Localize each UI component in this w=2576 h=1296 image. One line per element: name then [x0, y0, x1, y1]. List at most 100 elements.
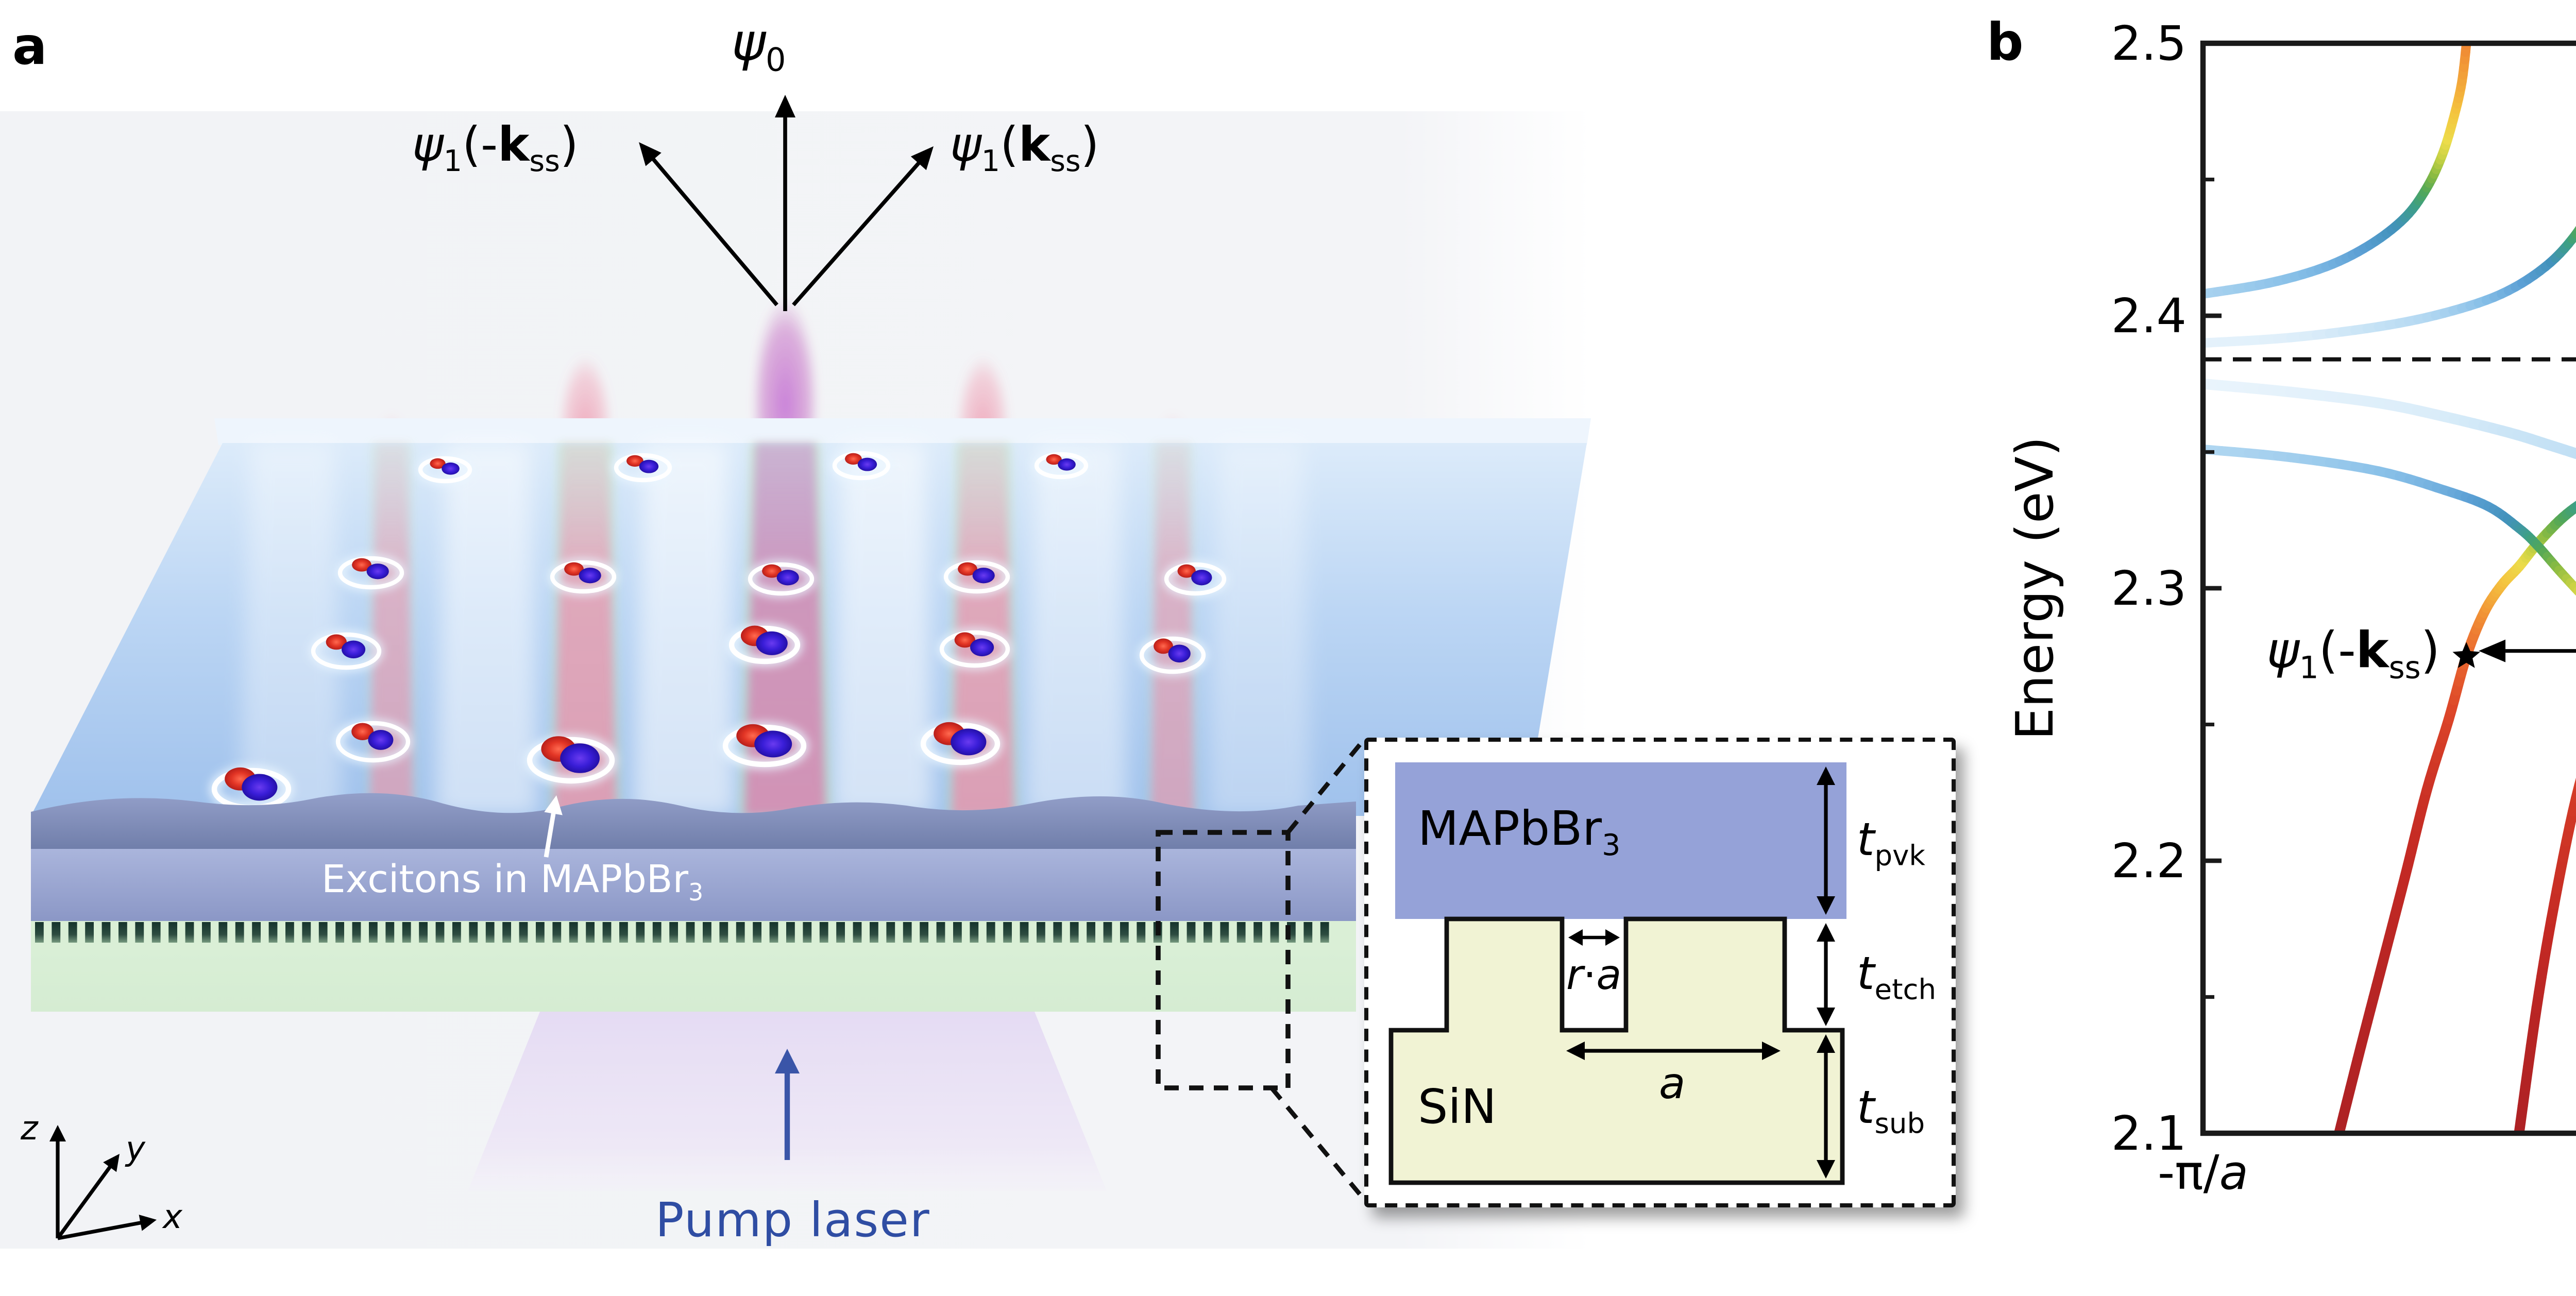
- exciton-pointer-arrow-shaft: [544, 806, 557, 858]
- pump-arrow-head: [775, 1049, 800, 1073]
- exciton-red-blob: [1177, 564, 1196, 578]
- grating-tooth: [719, 922, 728, 943]
- exciton-blue-blob: [560, 743, 600, 773]
- grating-tooth: [870, 922, 878, 943]
- exciton-ring: [1138, 635, 1208, 676]
- grating-tooth: [419, 922, 428, 943]
- inset-dim-ra-arrow-head: [1605, 929, 1620, 946]
- ring: [418, 456, 472, 484]
- grating-tooth: [1320, 922, 1329, 943]
- psi1-minus-kss-emission-label: ψ1(-kss): [412, 120, 579, 179]
- text-segment: 1: [981, 146, 1001, 179]
- grating-tooth: [151, 922, 161, 943]
- inset-dim-tetch-arrow-head: [1817, 923, 1835, 942]
- ring: [832, 451, 891, 481]
- exciton-ring: [938, 628, 1012, 670]
- inset-dim-tetch-arrow-head: [1817, 1008, 1835, 1026]
- exciton-ring: [918, 720, 1003, 768]
- grating-tooth: [970, 922, 979, 943]
- text-segment: 1: [443, 146, 463, 179]
- text-segment: (: [1000, 120, 1019, 173]
- grating-tooth: [853, 922, 862, 943]
- exciton-ring: [1032, 450, 1090, 481]
- grating-tooth: [602, 922, 612, 943]
- exciton-ring: [548, 558, 618, 595]
- band-curve-lower-polariton-arc: [2334, 501, 2576, 1133]
- grating-tooth: [318, 922, 328, 943]
- axis-x-arrow: [57, 1215, 157, 1240]
- grating-tooth: [953, 922, 962, 943]
- panel-b-letter: b: [1987, 12, 2024, 72]
- text-segment: ): [560, 120, 579, 173]
- exciton-red-blob: [1046, 454, 1062, 465]
- ring: [748, 562, 815, 596]
- text-segment: SiN: [1418, 1079, 1497, 1134]
- sin-substrate-layer: [31, 950, 1356, 1012]
- axis-y-arrow-head: [103, 1154, 120, 1172]
- text-segment: (-: [462, 120, 498, 173]
- grating-tooth: [369, 922, 378, 943]
- text-segment: ): [1080, 120, 1099, 173]
- text-segment: ): [2421, 621, 2440, 679]
- ring: [939, 630, 1010, 668]
- grating-tooth: [669, 922, 678, 943]
- grating-tooth: [986, 922, 995, 943]
- grating-tooth: [1220, 922, 1229, 943]
- grating-tooth: [586, 922, 595, 943]
- exciton-ring: [942, 558, 1012, 595]
- ring: [728, 625, 801, 664]
- psi1-neg-arrow-shaft: [646, 151, 778, 306]
- grating-tooth: [502, 922, 511, 943]
- exciton-red-blob: [352, 558, 371, 572]
- exciton-blue-blob: [776, 570, 799, 586]
- exciton-blue-blob: [972, 568, 995, 584]
- grating-tooth: [569, 922, 578, 943]
- exciton-red-blob: [958, 562, 977, 576]
- ytick-label-2.5: 2.5: [2111, 16, 2187, 71]
- exciton-blue-blob: [857, 457, 877, 471]
- axis-x-label: x: [163, 1197, 182, 1236]
- exciton-ring: [746, 560, 816, 598]
- exciton-blue-blob: [368, 729, 394, 750]
- exciton-pointer-arrow-head: [544, 795, 563, 815]
- plot-psi1-neg-label: ψ1​(-kss​): [2266, 621, 2440, 686]
- text-segment: t: [1857, 947, 1876, 1000]
- exciton-red-blob: [626, 455, 643, 467]
- inset-dim-ra-arrow-head: [1568, 929, 1583, 946]
- exciton-blue-blob: [951, 728, 987, 756]
- ring: [1164, 562, 1227, 596]
- inset-dim-tsub-arrow-head: [1817, 1160, 1835, 1179]
- grating-tooth: [85, 922, 94, 943]
- exciton-ring: [726, 623, 803, 667]
- exciton-ring: [334, 719, 412, 764]
- grating-tooth: [135, 922, 144, 943]
- grating-tooth: [1070, 922, 1079, 943]
- kss-double-arrow: [2479, 639, 2576, 662]
- exciton-blue-blob: [639, 459, 659, 473]
- text-segment: etch: [1875, 973, 1937, 1005]
- axis-x-arrow-shaft: [57, 1219, 147, 1240]
- grating-tooth: [202, 922, 211, 943]
- grating-tooth: [920, 922, 928, 943]
- text-segment: -π/: [2158, 1145, 2219, 1200]
- text-segment: t: [1857, 813, 1876, 866]
- text-segment: ψ: [732, 12, 766, 72]
- exciton-blue-blob: [756, 631, 788, 655]
- grating-tooth: [1037, 922, 1045, 943]
- exciton-ring: [336, 554, 406, 591]
- grating-tooth: [519, 922, 528, 943]
- grating-tooth: [1204, 922, 1212, 943]
- ring: [920, 722, 1001, 765]
- inset-dim-a-label: a: [1659, 1058, 1685, 1109]
- grating-tooth: [385, 922, 395, 943]
- axis-y-label: y: [126, 1129, 145, 1168]
- grating-tooth: [302, 922, 311, 943]
- ytick-label-2.3: 2.3: [2111, 561, 2187, 616]
- band-curve-lower-polariton-dome-psi0: [2514, 777, 2576, 1133]
- grating-tooth: [619, 922, 628, 943]
- grating-tooth: [285, 922, 294, 943]
- axis-z-arrow-head: [49, 1125, 66, 1141]
- axis-y-arrow-shaft: [56, 1161, 115, 1240]
- slab-ridge-highlight: [239, 443, 342, 816]
- grating-tooth: [335, 922, 344, 943]
